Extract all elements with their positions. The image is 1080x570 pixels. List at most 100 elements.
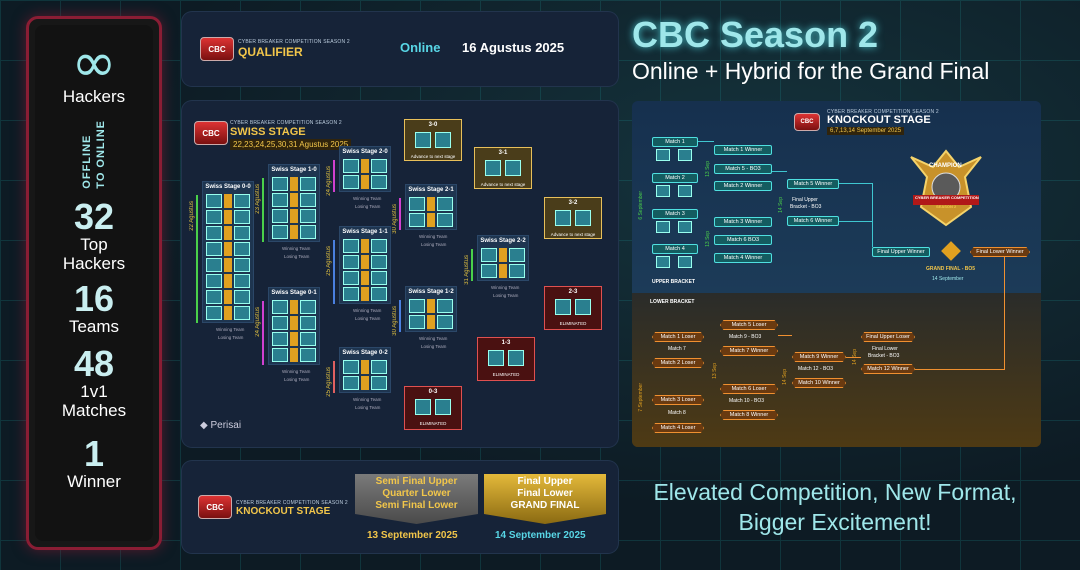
upper-r3: Match 6 Winner [787, 216, 839, 226]
upper-r3: Match 5 Winner [787, 179, 839, 189]
team-avatar [555, 210, 571, 226]
match-slot [343, 376, 387, 390]
swiss-header: CYBER BREAKER COMPETITION SEASON 2 SWISS… [230, 120, 352, 150]
lower-r2: Match 5 Loser [720, 320, 778, 330]
team-avatar [371, 360, 387, 374]
team-avatar [343, 239, 359, 253]
lower-r1: Match 4 Loser [652, 423, 704, 433]
upper-match: Match 3 [652, 209, 698, 219]
swiss-group: Swiss Stage 0-0 [202, 181, 254, 323]
losing-team-caption: Losing Team [421, 344, 447, 349]
stage-bar [262, 301, 264, 365]
team-avatar [481, 264, 497, 278]
vs-marker [290, 316, 298, 330]
vs-marker [224, 242, 232, 256]
stage-date: 30 Agustus [392, 306, 398, 336]
match-slot [409, 299, 453, 313]
losing-team-caption: Losing Team [355, 405, 381, 410]
knockout-date-2: 14 September 2025 [495, 530, 586, 541]
swiss-date: 22,23,24,25,30,31 Agustus 2025 [230, 139, 352, 150]
small-date: 14 Sep [782, 369, 788, 385]
team-avatar [272, 193, 288, 207]
stage-date: 24 Agustus [326, 166, 332, 196]
team-avatar [300, 193, 316, 207]
vs-marker [224, 258, 232, 272]
team-avatar [234, 274, 250, 288]
match-slot [481, 248, 525, 262]
match-slot [206, 226, 250, 240]
team-avatar [300, 348, 316, 362]
team-avatar [678, 256, 692, 268]
team-avatar [575, 299, 591, 315]
connector [778, 335, 792, 336]
lower-r1: Match 7 [668, 346, 686, 352]
team-avatar [575, 210, 591, 226]
connector [846, 357, 861, 358]
vs-marker [224, 290, 232, 304]
stats-panel: ∞ Hackers OFFLINE TO ONLINE 32 Top Hacke… [26, 16, 162, 550]
losing-team-caption: Losing Team [493, 293, 519, 298]
vs-marker [427, 197, 435, 211]
team-avatar [481, 248, 497, 262]
group-title: Swiss Stage 2-0 [342, 149, 388, 155]
group-title: Swiss Stage 0-1 [271, 290, 317, 296]
stage-bar [399, 198, 401, 230]
team-avatar [272, 332, 288, 346]
final-upper-label-2: Bracket - BO3 [790, 204, 822, 210]
team-avatar [409, 197, 425, 211]
vs-marker [427, 213, 435, 227]
teams-count: 16 [73, 277, 115, 319]
connector [698, 141, 714, 142]
group-title: Swiss Stage 2-1 [408, 187, 454, 193]
team-avatar [508, 350, 524, 366]
winning-team-caption: Winning Team [282, 369, 311, 374]
match-slot [343, 175, 387, 189]
losing-team-caption: Losing Team [421, 242, 447, 247]
lower-r3-bo3: Match 12 - BO3 [798, 366, 834, 372]
swiss-group: Swiss Stage 0-2 [339, 347, 391, 393]
lower-r2: Match 9 - BO3 [729, 334, 762, 340]
lower-final-label-2: Bracket - BO3 [868, 353, 900, 359]
knockout-card: CBC CYBER BREAKER COMPETITION SEASON 2 K… [182, 461, 618, 553]
team-avatar [435, 132, 451, 148]
team-avatar [415, 399, 431, 415]
team-avatar [371, 175, 387, 189]
vs-marker [361, 271, 369, 285]
stage-bar [262, 178, 264, 242]
team-avatar [234, 194, 250, 208]
vs-marker [361, 255, 369, 269]
swiss-group: Swiss Stage 1-2 [405, 286, 457, 332]
team-avatar [371, 255, 387, 269]
winning-team-caption: Winning Team [419, 234, 448, 239]
team-avatar [206, 194, 222, 208]
upper-match: Match 4 [652, 244, 698, 254]
lower-r3: Match 9 Winner [792, 352, 846, 362]
team-avatar [343, 175, 359, 189]
swiss-stage-card: CBC CYBER BREAKER COMPETITION SEASON 2 S… [182, 101, 618, 447]
lower-r4: Final Upper Loser [861, 332, 915, 342]
grand-final-label: GRAND FINAL - BO5 [926, 266, 976, 272]
vs-marker [361, 239, 369, 253]
cbc-logo: CBC [794, 113, 820, 131]
team-avatar [343, 255, 359, 269]
vs-marker [290, 300, 298, 314]
team-avatar [437, 299, 453, 313]
matches-label-2: Matches [61, 400, 127, 420]
team-avatar [656, 256, 670, 268]
team-avatar [415, 132, 431, 148]
team-avatar [272, 209, 288, 223]
stage-date: 25 Agustus [326, 367, 332, 397]
small-date: 14 Sep [778, 197, 784, 213]
qualifier-card: CBC CYBER BREAKER COMPETITION SEASON 2 Q… [182, 12, 618, 86]
vs-marker [361, 376, 369, 390]
team-avatar [272, 177, 288, 191]
losing-team-caption: Losing Team [218, 335, 244, 340]
match-slot [272, 300, 316, 314]
team-avatar [206, 258, 222, 272]
champion-trophy [907, 147, 985, 227]
match-slot [272, 177, 316, 191]
swiss-group: Swiss Stage 2-1 [405, 184, 457, 230]
upper-r2: Match 3 Winner [714, 217, 772, 227]
match-slot [343, 159, 387, 173]
